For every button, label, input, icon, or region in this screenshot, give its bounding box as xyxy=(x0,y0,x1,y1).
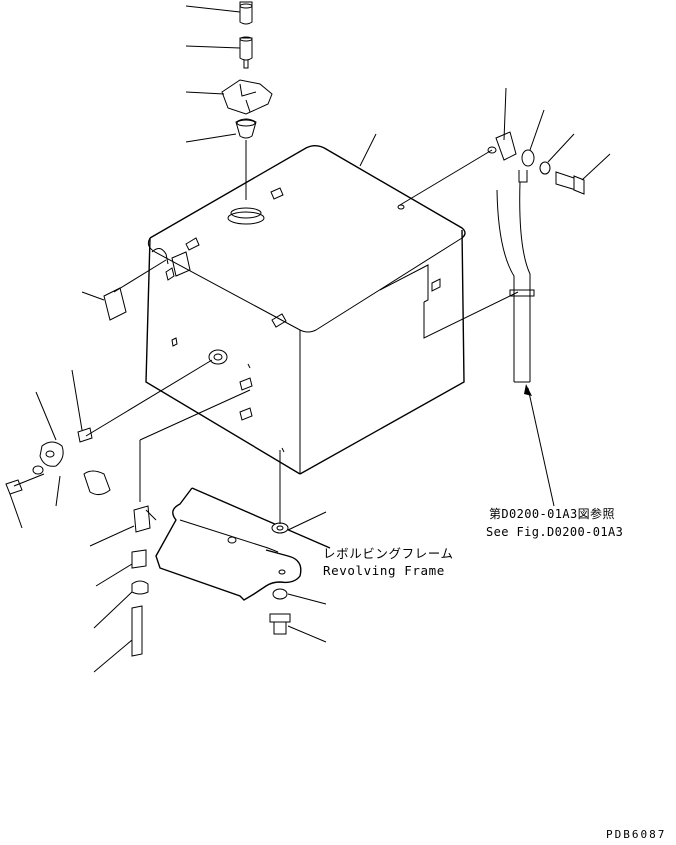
reference-label-jp: 第D0200-01A3図参照 xyxy=(489,506,615,521)
leader-lines xyxy=(9,5,611,673)
left-side-parts xyxy=(5,259,251,502)
revolving-frame xyxy=(155,487,331,601)
drawing-code: PDB6087 xyxy=(606,828,666,841)
drain-valve-stack xyxy=(131,505,157,657)
revolving-frame-label-en: Revolving Frame xyxy=(323,563,445,578)
filler-cap-stack xyxy=(221,1,273,200)
reference-label-en: See Fig.D0200-01A3 xyxy=(486,525,623,539)
fuel-tank xyxy=(145,145,466,475)
mount-bolt-stack xyxy=(269,450,291,635)
revolving-frame-label-jp: レボルビングフレーム xyxy=(323,546,454,561)
elbow-and-bolt-fittings xyxy=(399,131,585,383)
